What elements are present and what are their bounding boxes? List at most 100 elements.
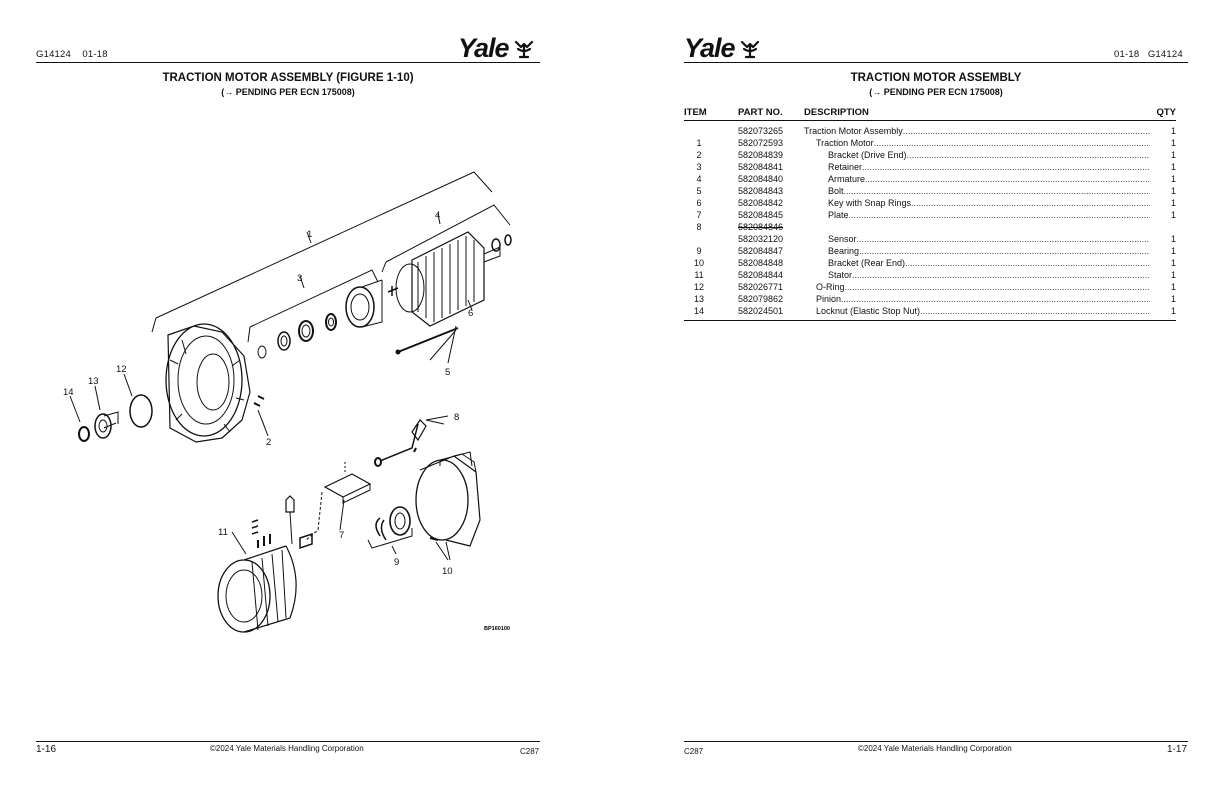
row-part-number: 582073265 bbox=[738, 126, 784, 136]
left-copyright: ©2024 Yale Materials Handling Corporatio… bbox=[210, 744, 364, 753]
table-bottom-rule bbox=[684, 320, 1176, 321]
row-description: Bearing ................................… bbox=[828, 246, 1150, 256]
table-row: 2 582084839 Bracket (Drive End) ..........… bbox=[684, 150, 1176, 162]
table-row: 3 582084841 Retainer .....................… bbox=[684, 162, 1176, 174]
row-part-number: 582079862 bbox=[738, 294, 784, 304]
row-description: Armature ...............................… bbox=[828, 174, 1150, 184]
row-description: Retainer ...............................… bbox=[828, 162, 1150, 172]
row-part-number: 582084847 bbox=[738, 246, 784, 256]
left-page-subtitle: (→ PENDING PER ECN 175008) bbox=[221, 87, 355, 97]
right-page-title: TRACTION MOTOR ASSEMBLY bbox=[850, 72, 1022, 84]
row-quantity: 1 bbox=[1170, 126, 1176, 136]
row-item-number: 10 bbox=[693, 258, 704, 268]
dot-leader: ........................................… bbox=[873, 138, 1150, 148]
exploded-view-figure: 1 2 3 4 5 6 7 8 9 10 11 12 13 14 BP16010… bbox=[63, 171, 512, 633]
row-description: Key with Snap Rings ....................… bbox=[828, 198, 1150, 208]
row-quantity: 1 bbox=[1170, 150, 1176, 160]
dot-leader: ........................................… bbox=[859, 246, 1150, 256]
row-item-number: 4 bbox=[696, 174, 702, 184]
row-part-number: 582084842 bbox=[738, 198, 784, 208]
row-part-number: 582084840 bbox=[738, 174, 784, 184]
dot-leader: ........................................… bbox=[862, 162, 1150, 172]
row-description-text: O-Ring bbox=[816, 282, 845, 292]
row-part-number: 582026771 bbox=[738, 282, 784, 292]
row-item-number: 8 bbox=[696, 222, 702, 232]
row-quantity: 1 bbox=[1170, 306, 1176, 316]
col-header-desc: DESCRIPTION bbox=[804, 107, 869, 118]
callout-6: 6 bbox=[468, 308, 473, 319]
row-item-number: 3 bbox=[696, 162, 702, 172]
armature bbox=[387, 231, 501, 327]
row-description: Stator .................................… bbox=[828, 270, 1150, 280]
row-description: Traction Motor Assembly ................… bbox=[804, 126, 1150, 136]
row-description-text: Locknut (Elastic Stop Nut) bbox=[816, 306, 921, 316]
callout-14: 14 bbox=[63, 387, 74, 398]
row-description-text: Traction Motor Assembly bbox=[804, 126, 903, 136]
callout-3: 3 bbox=[297, 273, 302, 284]
row-quantity: 1 bbox=[1170, 282, 1176, 292]
left-doc-code: C287 bbox=[520, 747, 540, 756]
row-quantity: 1 bbox=[1170, 246, 1176, 256]
callout-13: 13 bbox=[88, 376, 99, 387]
row-description-text: Retainer bbox=[828, 162, 863, 172]
row-description-text: Sensor bbox=[828, 234, 857, 244]
callout-10: 10 bbox=[442, 566, 453, 577]
table-row: 582032120 Sensor ........................… bbox=[684, 234, 1176, 246]
row-quantity: 1 bbox=[1170, 210, 1176, 220]
col-header-part: PART NO. bbox=[738, 107, 783, 118]
table-row: 4 582084840 Armature .....................… bbox=[684, 174, 1176, 186]
row-description: O-Ring .................................… bbox=[816, 282, 1150, 292]
row-quantity: 1 bbox=[1170, 138, 1176, 148]
row-quantity: 1 bbox=[1170, 270, 1176, 280]
row-description: Bolt ...................................… bbox=[828, 186, 1150, 196]
right-page-number: 1-17 bbox=[1167, 744, 1188, 755]
row-description-text: Stator bbox=[828, 270, 853, 280]
right-copyright: ©2024 Yale Materials Handling Corporatio… bbox=[858, 744, 1012, 753]
dot-leader: ........................................… bbox=[843, 186, 1150, 196]
row-description: Bracket (Rear End) .....................… bbox=[828, 258, 1150, 268]
row-part-number: 582084841 bbox=[738, 162, 784, 172]
row-description-text: Bracket (Drive End) bbox=[828, 150, 907, 160]
row-quantity: 1 bbox=[1170, 258, 1176, 268]
rear-end-bracket bbox=[415, 451, 481, 547]
callout-9: 9 bbox=[394, 557, 399, 568]
col-header-qty: QTY bbox=[1156, 107, 1176, 118]
row-description-text: Bracket (Rear End) bbox=[828, 258, 906, 268]
row-description: Bracket (Drive End) ....................… bbox=[828, 150, 1150, 160]
row-description-text: Traction Motor bbox=[816, 138, 874, 148]
row-description-text: Bearing bbox=[828, 246, 860, 256]
row-item-number: 5 bbox=[696, 186, 702, 196]
row-description-text: Key with Snap Rings bbox=[828, 198, 912, 208]
row-part-number: 582084843 bbox=[738, 186, 784, 196]
left-header-code: G14124 01-18 bbox=[36, 49, 108, 60]
left-footer-rule bbox=[36, 741, 540, 742]
row-part-number: 582084844 bbox=[738, 270, 784, 280]
dot-leader: ........................................… bbox=[856, 234, 1150, 244]
row-item-number: 1 bbox=[696, 138, 702, 148]
row-item-number: 14 bbox=[693, 306, 704, 316]
col-header-item: ITEM bbox=[684, 107, 707, 118]
row-item-number: 2 bbox=[696, 150, 702, 160]
right-header-rule bbox=[684, 62, 1188, 63]
row-item-number: 12 bbox=[693, 282, 704, 292]
dot-leader: ........................................… bbox=[906, 150, 1150, 160]
left-header-rule bbox=[36, 62, 540, 63]
dot-leader: ........................................… bbox=[920, 306, 1150, 316]
row-description: Traction Motor .........................… bbox=[816, 138, 1150, 148]
callout-8: 8 bbox=[454, 412, 459, 423]
table-row: 582073265 Traction Motor Assembly .......… bbox=[684, 126, 1176, 138]
left-yale-logo: Yale bbox=[458, 33, 535, 64]
callout-2: 2 bbox=[266, 437, 271, 448]
dot-leader: ........................................… bbox=[848, 210, 1150, 220]
callout-5: 5 bbox=[445, 367, 450, 378]
row-part-number: 582084839 bbox=[738, 150, 784, 160]
row-quantity: 1 bbox=[1170, 294, 1176, 304]
row-part-number: 582032120 bbox=[738, 234, 784, 244]
row-part-number: 582084845 bbox=[738, 210, 784, 220]
